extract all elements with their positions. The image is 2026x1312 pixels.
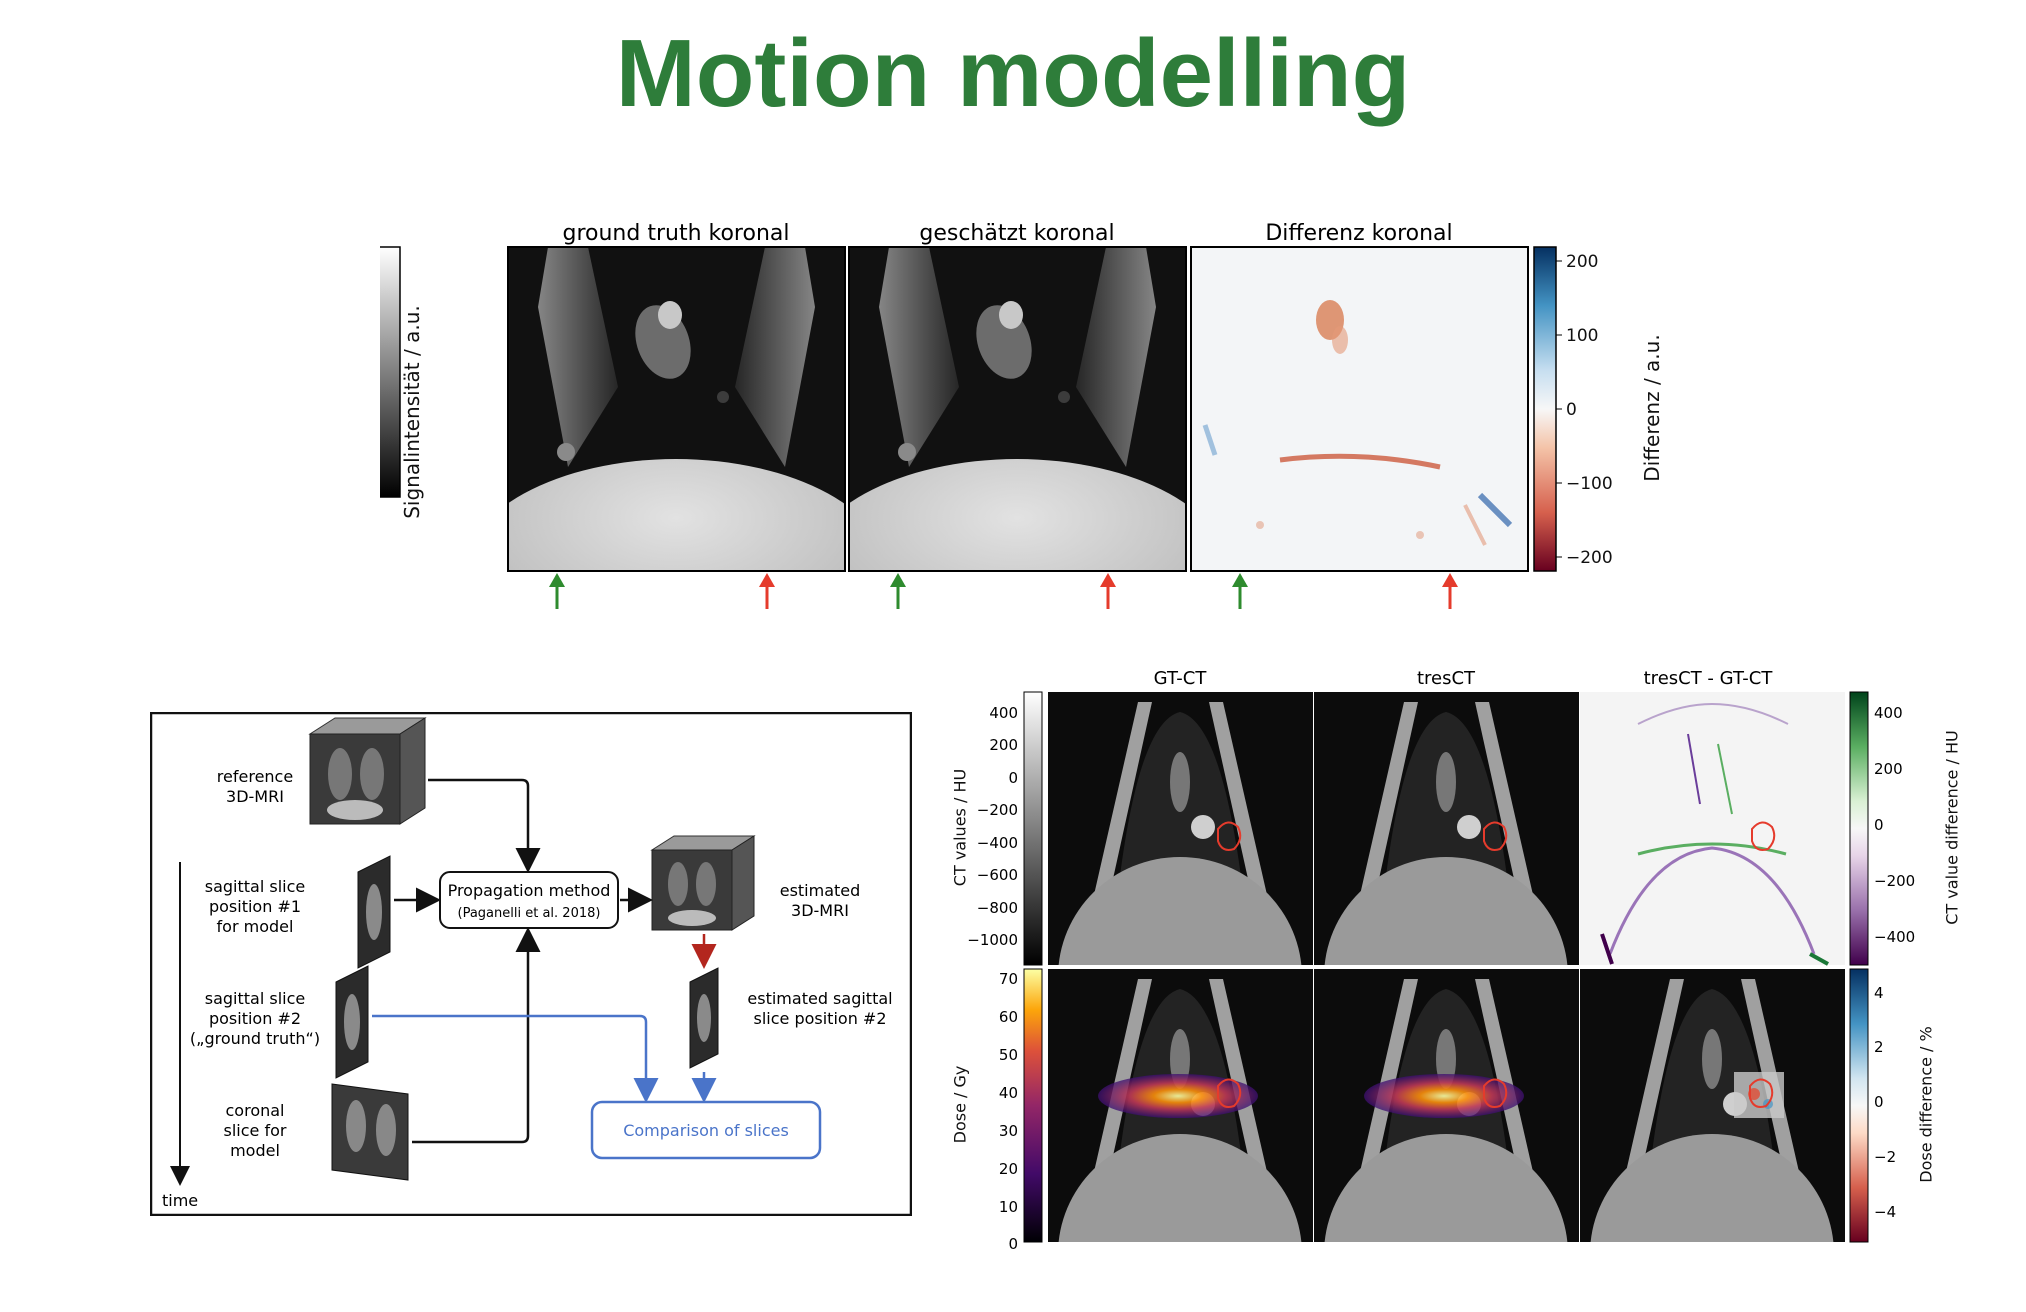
estimated-label-line1: estimated bbox=[780, 881, 861, 900]
red-arrow-icon bbox=[1100, 573, 1116, 609]
colorbar-tick: 0 bbox=[1008, 1235, 1018, 1253]
mri-panel-estimated bbox=[848, 246, 1187, 572]
ct-panel-difference bbox=[1580, 692, 1845, 966]
coronal-to-propagation-arrow bbox=[412, 927, 541, 1144]
mri-comparison-figure: 350 300 250 200 150 100 50 0 ground trut… bbox=[380, 221, 1613, 609]
dose-panel-gt bbox=[1048, 969, 1313, 1264]
colorbar-tick: −400 bbox=[977, 834, 1018, 852]
colorbar-tick: 4 bbox=[1874, 984, 1884, 1002]
colorbar-tick: 400 bbox=[989, 704, 1018, 722]
signal-intensity-axis-label: Signalintensität / a.u. bbox=[400, 305, 424, 519]
dose-panel-difference bbox=[1580, 969, 1845, 1264]
ct-panel-tresct bbox=[1314, 692, 1579, 1097]
slide-title: Motion modelling bbox=[615, 20, 1411, 127]
colorbar-tick: 60 bbox=[999, 1008, 1018, 1026]
colorbar-tick: 0 bbox=[1566, 400, 1577, 420]
propagation-citation: (Paganelli et al. 2018) bbox=[458, 906, 601, 921]
dose-difference-colorbar: 4 2 0 −2 −4 bbox=[1849, 968, 1896, 1243]
colorbar-tick: −4 bbox=[1874, 1203, 1896, 1221]
panel-title-difference: Differenz koronal bbox=[1265, 221, 1452, 246]
colorbar-tick: 50 bbox=[999, 1046, 1018, 1064]
coronal-label-line1: coronal bbox=[226, 1101, 285, 1120]
colorbar-tick: −200 bbox=[1566, 548, 1613, 568]
colorbar-tick: 40 bbox=[999, 1084, 1018, 1102]
colorbar-tick: 20 bbox=[999, 1160, 1018, 1178]
sagittal2-label-line3: („ground truth“) bbox=[190, 1029, 320, 1048]
sagittal-slice-2-icon bbox=[335, 965, 369, 1079]
colorbar-tick: −2 bbox=[1874, 1148, 1896, 1166]
sagittal1-label-line3: for model bbox=[217, 917, 294, 936]
ct-difference-axis-label: CT value difference / HU bbox=[1942, 730, 1962, 925]
reference-label-line2: 3D-MRI bbox=[226, 787, 284, 806]
colorbar-tick: −1000 bbox=[967, 931, 1018, 949]
panel-title-ground-truth: ground truth koronal bbox=[563, 221, 790, 246]
estimated-mri-cube-icon bbox=[650, 835, 756, 931]
coronal-label-line2: slice for bbox=[224, 1121, 287, 1140]
green-arrow-icon bbox=[1232, 573, 1248, 609]
sagittal-slice-1-icon bbox=[357, 855, 391, 969]
estimated-label-line2: 3D-MRI bbox=[791, 901, 849, 920]
colorbar-tick: 100 bbox=[1566, 326, 1598, 346]
difference-axis-label: Differenz / a.u. bbox=[1640, 334, 1664, 482]
coronal-label-line3: model bbox=[230, 1141, 280, 1160]
red-arrow-icon bbox=[1442, 573, 1458, 609]
propagation-title: Propagation method bbox=[448, 881, 611, 900]
colorbar-tick: 70 bbox=[999, 970, 1018, 988]
colorbar-tick: 400 bbox=[1874, 704, 1903, 722]
mri-panel-ground-truth bbox=[507, 246, 846, 572]
dose-colorbar: 70 60 50 40 30 20 10 0 bbox=[999, 968, 1043, 1253]
reference-mri-cube-icon bbox=[308, 717, 427, 825]
difference-colorbar: 200 100 0 −100 −200 bbox=[1533, 246, 1613, 572]
ct-panel-gt bbox=[1048, 692, 1313, 1097]
estimated-slice-label-line2: slice position #2 bbox=[754, 1009, 887, 1028]
sagittal2-label-line1: sagittal slice bbox=[205, 989, 306, 1008]
groundtruth-to-comparison-arrow bbox=[372, 1014, 659, 1103]
green-arrow-icon bbox=[890, 573, 906, 609]
signal-intensity-colorbar: 350 300 250 200 150 100 50 0 bbox=[380, 246, 401, 498]
reference-to-propagation-arrow bbox=[428, 778, 541, 873]
sagittal1-label-line1: sagittal slice bbox=[205, 877, 306, 896]
colorbar-tick: −200 bbox=[977, 801, 1018, 819]
coronal-slice-icon bbox=[331, 1083, 409, 1181]
column-title-tresct: tresCT bbox=[1417, 668, 1476, 689]
sagittal2-label-line2: position #2 bbox=[209, 1009, 301, 1028]
dose-axis-label: Dose / Gy bbox=[950, 1065, 970, 1144]
red-arrow-icon bbox=[759, 573, 775, 609]
colorbar-tick: 2 bbox=[1874, 1038, 1884, 1056]
ct-values-axis-label: CT values / HU bbox=[950, 768, 970, 887]
estimated-sagittal-slice-icon bbox=[689, 967, 719, 1069]
mri-panel-difference bbox=[1190, 246, 1529, 572]
ct-dose-figure: GT-CT tresCT tresCT - GT-CT 400 200 0 −2… bbox=[967, 668, 1915, 1264]
dose-panel-tresct bbox=[1314, 969, 1579, 1264]
comparison-label: Comparison of slices bbox=[623, 1121, 789, 1140]
green-arrow-icon bbox=[549, 573, 565, 609]
workflow-diagram: reference 3D-MRI time sagittal slice pos… bbox=[150, 712, 912, 1216]
colorbar-tick: 0 bbox=[1874, 816, 1884, 834]
colorbar-tick: 200 bbox=[989, 736, 1018, 754]
colorbar-tick: −100 bbox=[1566, 474, 1613, 494]
reference-label-line1: reference bbox=[217, 767, 293, 786]
colorbar-tick: −800 bbox=[977, 899, 1018, 917]
estimated-slice-label-line1: estimated sagittal bbox=[747, 989, 892, 1008]
time-label: time bbox=[162, 1191, 198, 1210]
colorbar-tick: 30 bbox=[999, 1122, 1018, 1140]
ct-values-colorbar: 400 200 0 −200 −400 −600 −800 −1000 bbox=[967, 691, 1043, 966]
sagittal1-label-line2: position #1 bbox=[209, 897, 301, 916]
colorbar-tick: 0 bbox=[1874, 1093, 1884, 1111]
colorbar-tick: 200 bbox=[1566, 252, 1598, 272]
colorbar-tick: 200 bbox=[1874, 760, 1903, 778]
colorbar-tick: −200 bbox=[1874, 872, 1915, 890]
colorbar-tick: 10 bbox=[999, 1198, 1018, 1216]
panel-title-estimated: geschätzt koronal bbox=[919, 221, 1114, 246]
colorbar-tick: −400 bbox=[1874, 928, 1915, 946]
column-title-gt-ct: GT-CT bbox=[1154, 668, 1208, 689]
dose-difference-axis-label: Dose difference / % bbox=[1916, 1026, 1936, 1183]
ct-difference-colorbar: 400 200 0 −200 −400 bbox=[1849, 691, 1915, 966]
arrow-markers bbox=[549, 573, 1458, 609]
column-title-difference: tresCT - GT-CT bbox=[1644, 668, 1774, 689]
colorbar-tick: 0 bbox=[1008, 769, 1018, 787]
colorbar-tick: −600 bbox=[977, 866, 1018, 884]
